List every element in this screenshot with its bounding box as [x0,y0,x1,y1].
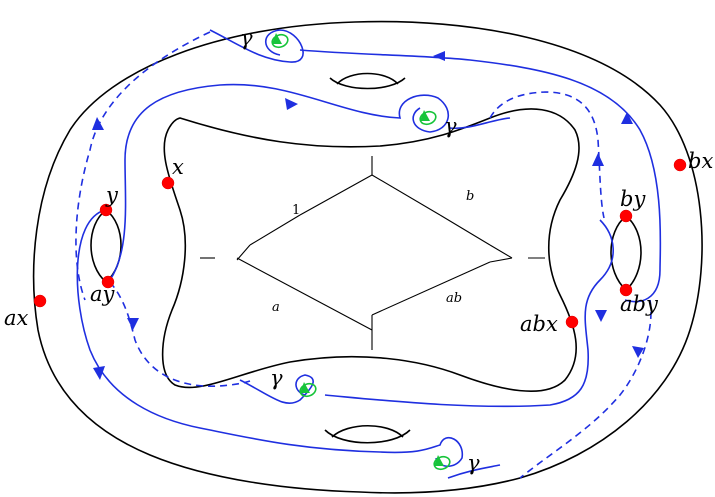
blue-dashed-left-inner [109,281,251,387]
graph-label-1: 1 [292,203,300,218]
arrow-right-dashed-down [632,346,644,358]
arrow-right-dashed-up [592,153,604,166]
point-abx [565,315,579,329]
graph-label-ab: ab [446,291,462,306]
label-ax: ax [4,306,29,330]
left-hole [90,208,122,284]
blue-curve-lower-inner [239,219,614,408]
label-abx: abx [520,312,558,336]
label-x: x [172,155,184,179]
point-x [161,176,175,190]
inner-boundary [161,108,580,392]
top-handle-lower-arc [329,77,406,90]
gamma-label-top-left: γ [240,26,253,50]
label-bx: bx [688,149,713,173]
green-arrow-top-right [420,110,430,121]
label-by: by [620,187,646,211]
arrow-right-lower-down [595,310,607,322]
point-ay [101,275,115,289]
blue-curves [76,29,662,479]
point-ax [33,294,47,308]
green-arrow-bottom-left [300,382,310,393]
outer-boundary [32,20,703,494]
graph-labels: 1 b a ab [272,189,474,315]
blue-arrowheads [92,51,644,380]
blue-dashed-curves [75,31,652,479]
label-y: y [105,183,119,207]
blue-dashed-right-upper [489,91,605,219]
blue-dashed-left [75,31,211,301]
gamma-label-top-right: γ [444,114,457,138]
blue-curve-upper-inner [109,83,511,281]
bottom-handle-upper-arc [331,424,404,438]
arrow-top-right [433,51,445,61]
arrow-left-dashed-up [92,117,104,130]
point-aby [619,283,633,297]
arrow-lower-left-down [93,366,105,380]
blue-curve-bottom-right [447,464,501,479]
blue-curve-top [209,29,662,303]
graph-label-a: a [272,300,280,315]
blue-curve-lower-left [76,209,463,468]
gamma-label-bottom-right: γ [467,451,480,475]
arrow-upper-middle [285,98,298,110]
marked-points [33,158,687,329]
label-aby: aby [620,292,659,316]
blue-dashed-right-lower [519,299,652,479]
bottom-handle-lower-arc [324,429,411,444]
central-graph [200,156,545,350]
green-arrow-top-left [272,33,282,44]
point-y [99,203,113,217]
green-arrow-bottom-right [434,455,444,466]
gamma-labels: γ γ γ γ [240,26,480,475]
arrow-left-inner-down [127,318,139,330]
point-bx [673,158,687,172]
label-ay: ay [90,282,116,306]
arrow-right-upper [621,112,633,124]
point-labels: x y ay ax bx by aby abx [4,149,713,336]
graph-label-b: b [466,189,474,204]
point-by [619,209,633,223]
right-hole [610,214,642,292]
top-handle-upper-arc [336,72,399,85]
green-loops [271,33,451,471]
gamma-label-bottom-left: γ [270,366,283,390]
